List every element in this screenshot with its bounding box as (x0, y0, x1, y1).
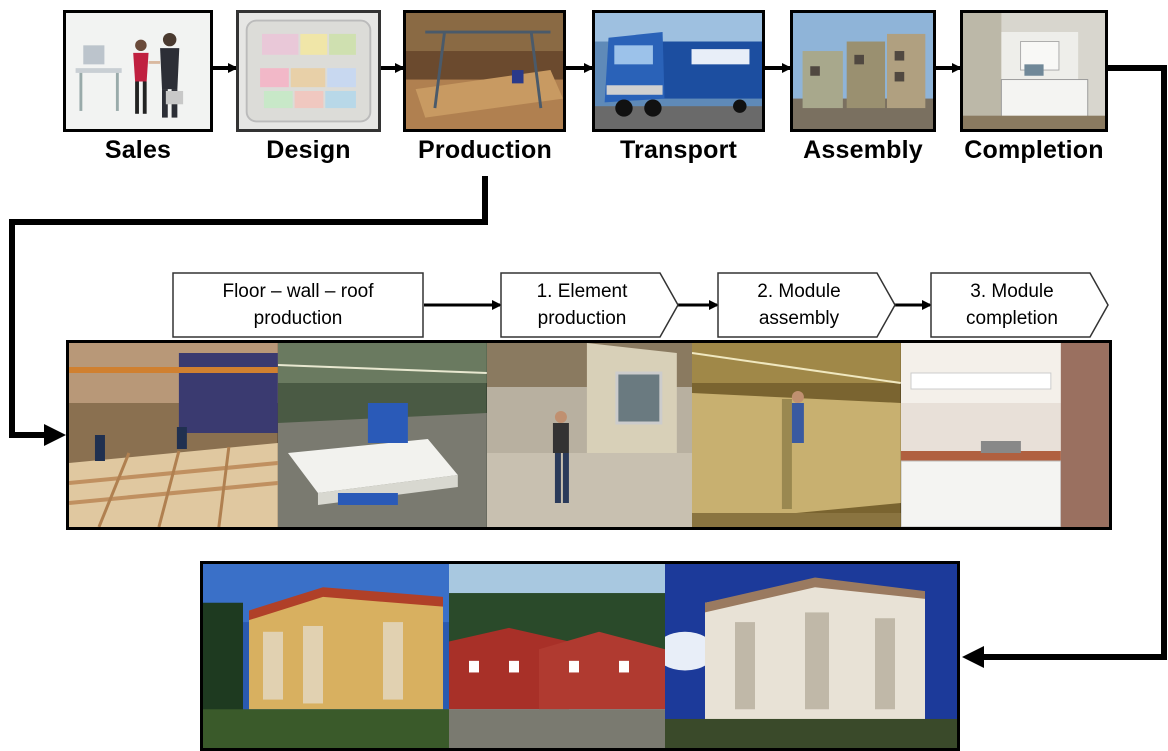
step-box-floor-wall-roof (172, 272, 424, 338)
wall-element-photo (277, 343, 487, 527)
step-label-element-production: 1. Element production (536, 281, 628, 329)
step-label-floor-wall-roof: Floor – wall – roof production (222, 281, 374, 329)
step-label-module-assembly: 2. Module assembly (757, 281, 841, 329)
step-box-module-assembly (717, 272, 896, 338)
white-apartment-building-photo (665, 564, 957, 748)
stage-label-assembly: Assembly (803, 136, 923, 164)
stage-label-sales: Sales (104, 136, 172, 164)
sales-photo (63, 10, 213, 132)
step-box-module-completion (930, 272, 1109, 338)
element-worker-photo (486, 343, 693, 527)
module-assembly-photo (692, 343, 902, 527)
floor-plan-photo (236, 10, 381, 132)
red-townhouses-photo (449, 564, 665, 748)
step-label-module-completion: 3. Module completion (966, 281, 1058, 329)
factory-photo (403, 10, 566, 132)
stage-label-design: Design (266, 136, 351, 164)
stage-label-transport: Transport (619, 136, 738, 164)
stage-label-production: Production (418, 136, 552, 164)
module-kitchen-photo (901, 343, 1109, 527)
building-assembly-photo (790, 10, 936, 132)
finished-buildings-strip (200, 561, 960, 751)
production-photo-strip (66, 340, 1112, 530)
connector-production-to-strip (9, 176, 488, 438)
yellow-apartment-building-photo (203, 564, 449, 748)
stage-label-completion: Completion (964, 136, 1104, 164)
floor-frame-photo (69, 343, 278, 527)
truck-photo (592, 10, 765, 132)
kitchen-interior-photo (960, 10, 1108, 132)
step-box-element-production (500, 272, 679, 338)
connector-completion-to-finished (982, 65, 1167, 660)
